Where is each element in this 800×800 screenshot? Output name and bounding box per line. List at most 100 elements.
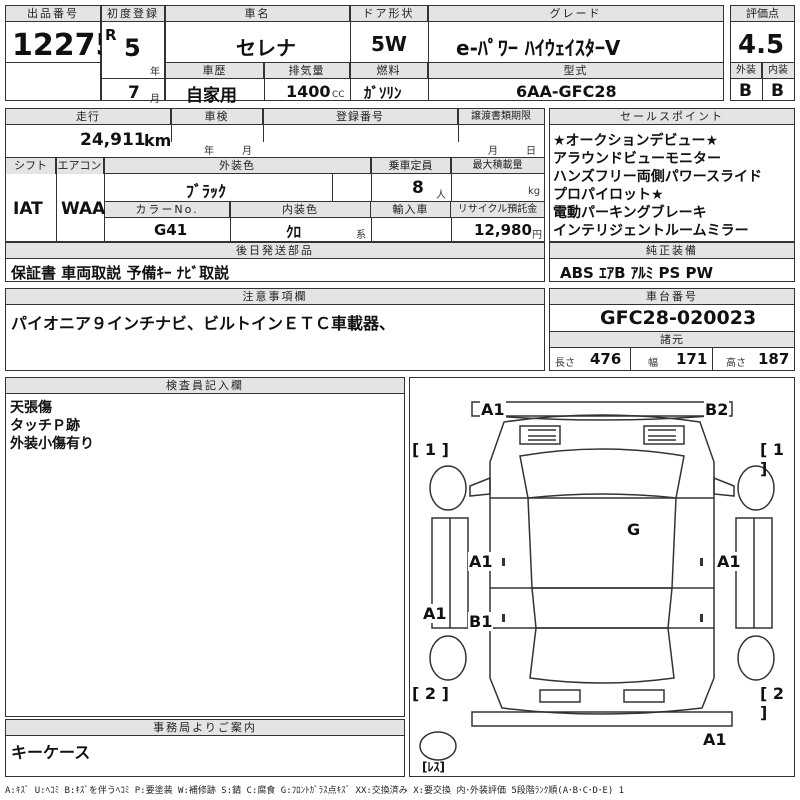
inspector-label: 検査員記入欄 [6,378,404,394]
lot-number-cell: 出品番号 12275 [5,5,116,101]
transfer-day-unit: 日 [526,146,536,157]
overall-score: 4.5 [738,30,785,60]
mark-left-rear-door: B1 [468,612,494,631]
reg-month: 7 [128,83,140,103]
reg-year: 5 [124,34,141,62]
color-no-label: カラーNo. [105,202,230,218]
reg-no-label: 登録番号 [263,109,458,125]
displacement: 1400 [286,82,331,101]
mileage: 24,911 [80,130,146,150]
chassis-number: GFC28-020023 [600,307,757,329]
shift-label: シフト [6,158,56,174]
lot-label: 出品番号 [6,6,100,22]
selling-points-box: セールスポイント ★オークションデビュー★ アラウンドビューモニター ハンズフリ… [549,108,795,242]
length-value: 476 [590,350,622,368]
later-parts-box: 後日発送部品 保証書 車両取説 予備ｷｰ ﾅﾋﾞ取説 [5,242,545,282]
bracket-bottom-left: [ 2 ] [412,684,449,703]
yen-unit: 円 [532,230,542,241]
inspector-line-1: 天張傷 [10,400,52,416]
color-label: 外装色 [104,158,371,174]
recycle-fee: 12,980 [474,221,532,239]
door-type: 5W [371,32,407,56]
chassis-box: 車台番号 GFC28-020023 諸元 長さ 476 幅 171 高さ 187 [549,288,795,371]
first-registration-cell: 初度登録 R 5 年 7 月 [101,5,165,105]
mark-front-right: B2 [704,400,730,419]
selling-points-label: セールスポイント [550,109,794,125]
bracket-bottom-right: [ 2 ] [760,684,785,722]
mark-rear-bumper: A1 [702,730,728,749]
notes-value: パイオニア９インチナビ、ビルトインＥＴＣ車載器、 [11,314,396,333]
seats-label: 乗車定員 [371,158,451,174]
vehicle-history: 自家用 [186,86,237,106]
selling-point-4: プロパイロット★ [553,187,664,203]
insp-year-unit: 年 [204,146,214,157]
cc-unit: CC [332,90,345,100]
recycle-label: リサイクル預託金 [451,202,544,218]
inspector-box: 検査員記入欄 天張傷 タッチＰ跡 外装小傷有り [5,377,405,717]
notes-box: 注意事項欄 パイオニア９インチナビ、ビルトインＥＴＣ車載器、 [5,288,545,371]
load-label: 最大積載量 [451,158,544,174]
equipment-label: 純正装備 [550,243,794,259]
office-label: 事務局よりご案内 [6,720,404,736]
seats-unit: 人 [436,190,446,201]
bracket-spare: [ﾚｽ] [422,760,445,774]
mark-left-quarter: A1 [422,604,448,623]
grade-label: グレード [428,6,723,22]
office-box: 事務局よりご案内 キーケース [5,719,405,777]
lot-number: 12275 [12,28,117,63]
width-label: 幅 [648,358,658,369]
history-label: 車歴 [166,63,264,79]
interior-grade: B [771,81,784,101]
reg-era: R [105,26,117,44]
seat-count: 8 [412,178,424,198]
inspector-line-2: タッチＰ跡 [10,418,80,434]
insp-month-unit: 月 [242,146,252,157]
width-value: 171 [676,350,708,368]
height-value: 187 [758,350,790,368]
selling-point-1: ★オークションデビュー★ [553,133,719,149]
score-label: 評価点 [731,6,794,22]
vehicle-info-cell: 車名 ドア形状 グレード セレナ 5W e-ﾊﾟﾜｰ ﾊｲｳｪｲｽﾀｰV 車歴 … [165,5,724,106]
selling-point-6: インテリジェントルームミラー [553,223,749,239]
mark-front-left: A1 [480,400,506,419]
chassis-label: 車台番号 [550,289,794,305]
model-label: 車名 [166,6,350,22]
later-parts-value: 保証書 車両取説 予備ｷｰ ﾅﾋﾞ取説 [11,264,230,282]
equipment-box: 純正装備 ABS ｴｱB ｱﾙﾐ PS PW [549,242,795,282]
transfer-month-unit: 月 [488,146,498,157]
interior-label: 内装 [762,63,794,79]
mark-roof: G [626,520,642,539]
office-value: キーケース [11,743,91,762]
km-unit: km [144,131,172,150]
selling-point-2: アラウンドビューモニター [553,151,721,167]
transfer-label: 譲渡書類期限 [458,109,544,125]
car-diagram-box: A1 B2 G A1 A1 A1 B1 A1 [ 1 ] [ 1 ] [ 2 ]… [409,377,795,777]
month-unit: 月 [150,94,160,105]
import-label: 輸入車 [371,202,451,218]
car-diagram [419,401,775,761]
length-label: 長さ [555,358,575,369]
displacement-label: 排気量 [264,63,350,79]
ac-label: エアコン [56,158,104,174]
selling-point-3: ハンズフリー両側パワースライド [553,169,763,185]
load-unit: kg [528,186,541,197]
mark-right-door: A1 [716,552,742,571]
year-unit: 年 [150,67,160,78]
fuel-type: ｶﾞｿﾘﾝ [364,84,402,102]
legend-text: A:ｷｽﾞ U:ﾍｺﾐ B:ｷｽﾞを伴うﾍｺﾐ P:要塗装 W:補修跡 S:錆 … [5,786,625,796]
mark-left-door: A1 [468,552,494,571]
interior-color: ｸﾛ [286,223,302,241]
score-cell: 評価点 4.5 外装 内装 B B [730,5,795,101]
ac-type: WAA [61,199,106,219]
shift-type: IAT [13,199,43,219]
notes-label: 注意事項欄 [6,289,544,305]
selling-point-5: 電動パーキングブレーキ [553,205,707,221]
height-label: 高さ [726,358,746,369]
dims-label: 諸元 [550,332,794,348]
exterior-label: 外装 [731,63,762,79]
interior-color-label: 内装色 [230,202,371,218]
details-block: 走行 車検 登録番号 譲渡書類期限 24,911 km 年 月 月 日 シフト … [5,108,545,242]
bracket-top-left: [ 1 ] [412,440,449,459]
exterior-grade: B [739,81,752,101]
model-code: 6AA-GFC28 [516,82,617,101]
